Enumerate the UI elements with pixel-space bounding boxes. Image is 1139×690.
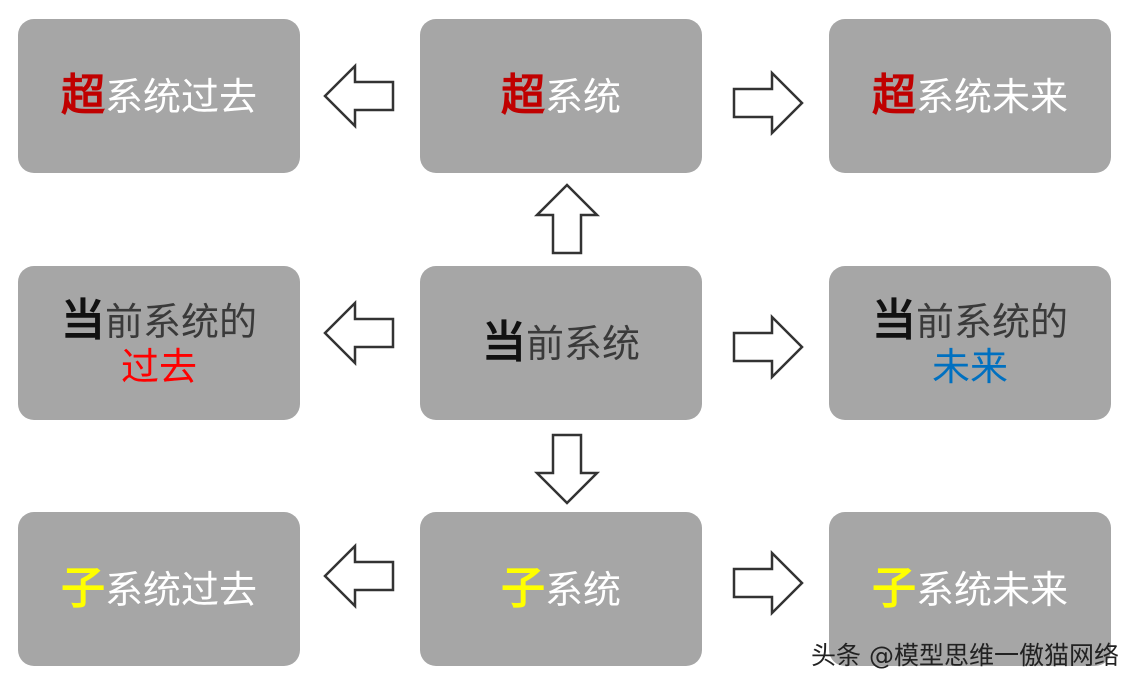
super-system-future-label: 超系统未来: [871, 69, 1068, 121]
sub-system-label: 子系统: [500, 562, 621, 614]
arrow-up-icon: [535, 183, 599, 255]
watermark-text: 头条 @模型思维一傲猫网络: [811, 641, 1119, 670]
arrow-left-icon: [323, 544, 395, 608]
super-system-future-box: 超系统未来: [829, 19, 1111, 173]
sub-system-future-box: 子系统未来: [829, 512, 1111, 666]
current-system-past-sublabel: 过去: [120, 345, 197, 390]
sub-system-future-label: 子系统未来: [871, 562, 1068, 614]
arrow-right-icon: [732, 71, 804, 135]
current-system-future-label: 当前系统的: [871, 294, 1068, 346]
super-system-box: 超系统: [420, 19, 702, 173]
arrow-down-icon: [535, 433, 599, 505]
arrow-left-icon: [323, 301, 395, 365]
super-system-label: 超系统: [500, 69, 621, 121]
sub-system-past-box: 子系统过去: [18, 512, 300, 666]
sub-system-box: 子系统: [420, 512, 702, 666]
arrow-right-icon: [732, 315, 804, 379]
current-system-future-sublabel: 未来: [931, 345, 1008, 390]
current-system-box: 当前系统: [420, 266, 702, 420]
sub-system-past-label: 子系统过去: [60, 562, 257, 614]
super-system-past-label: 超系统过去: [60, 69, 257, 121]
current-system-future-box: 当前系统的 未来: [829, 266, 1111, 420]
super-system-past-box: 超系统过去: [18, 19, 300, 173]
current-system-past-label: 当前系统的: [60, 294, 257, 346]
arrow-left-icon: [323, 64, 395, 128]
current-system-past-box: 当前系统的 过去: [18, 266, 300, 420]
arrow-right-icon: [732, 551, 804, 615]
current-system-label: 当前系统: [481, 316, 640, 368]
